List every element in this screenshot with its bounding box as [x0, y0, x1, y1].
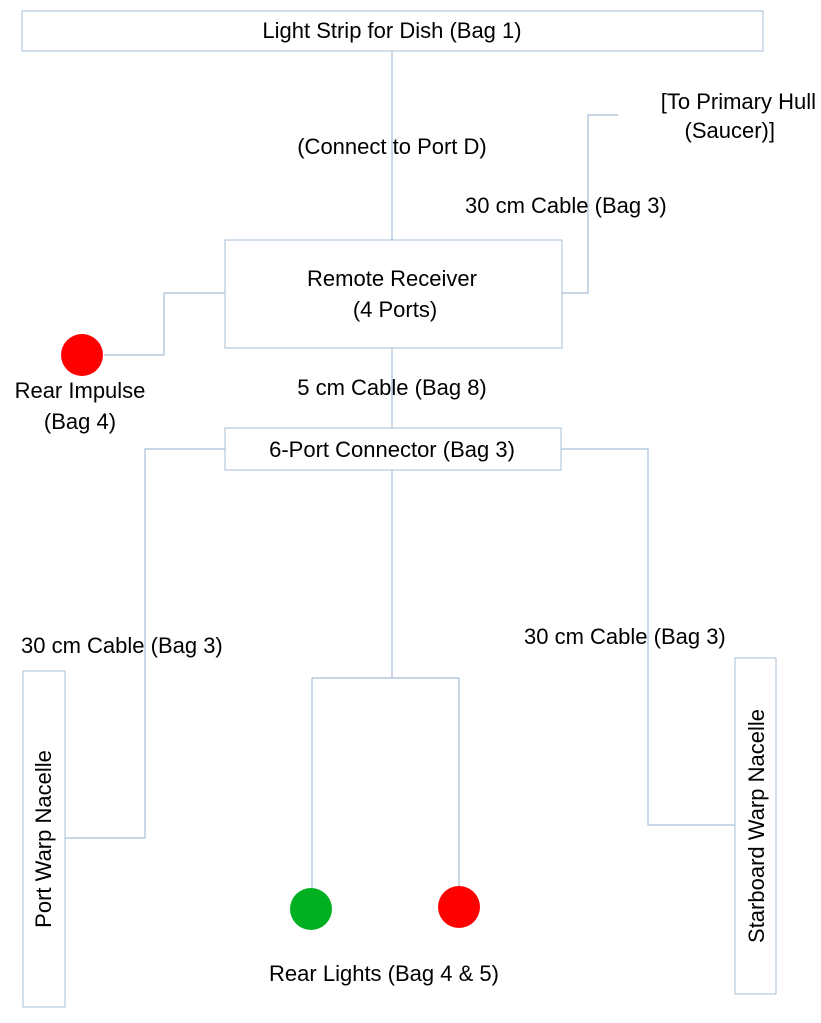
rear-light-red-led: [438, 886, 480, 928]
remote-receiver-ports-label: (4 Ports): [353, 297, 437, 322]
rear-impulse-label-line1: Rear Impulse: [15, 378, 146, 403]
six-port-connector-box: 6-Port Connector (Bag 3): [224, 427, 562, 471]
starboard-warp-nacelle-box: Starboard Warp Nacelle: [734, 657, 777, 995]
primary-hull-label-line2: (Saucer)]: [685, 118, 775, 143]
wire-receiver-to-rear-impulse: [104, 292, 225, 356]
starboard-warp-nacelle-label: Starboard Warp Nacelle: [744, 709, 769, 943]
cable-30cm-left-label: 30 cm Cable (Bag 3): [21, 633, 223, 658]
light-strip-label: Light Strip for Dish (Bag 1): [262, 18, 521, 43]
cable-30cm-right-label: 30 cm Cable (Bag 3): [524, 624, 726, 649]
light-strip-box: Light Strip for Dish (Bag 1): [21, 10, 764, 52]
wire-connector-to-rear-lights: [311, 470, 460, 888]
primary-hull-label-line1: [To Primary Hull: [661, 89, 816, 114]
rear-impulse-label-line2: (Bag 4): [44, 409, 116, 434]
port-warp-nacelle-box: Port Warp Nacelle: [22, 670, 66, 1008]
remote-receiver-label: Remote Receiver: [307, 266, 477, 291]
six-port-connector-label: 6-Port Connector (Bag 3): [269, 437, 515, 462]
wires: [65, 51, 735, 888]
wire-connector-to-starboard-nacelle: [561, 448, 735, 826]
cable-30cm-top-label: 30 cm Cable (Bag 3): [465, 193, 667, 218]
port-warp-nacelle-label: Port Warp Nacelle: [31, 750, 56, 928]
rear-lights-label: Rear Lights (Bag 4 & 5): [269, 961, 499, 986]
wire-connector-to-port-nacelle: [65, 448, 225, 839]
cable-5cm-label: 5 cm Cable (Bag 8): [297, 375, 487, 400]
wire-receiver-to-primary-hull: [562, 114, 618, 294]
connect-port-d-label: (Connect to Port D): [297, 134, 487, 159]
rear-light-green-led: [290, 888, 332, 930]
remote-receiver-box: Remote Receiver (4 Ports): [224, 239, 563, 349]
rear-impulse-led: [61, 334, 103, 376]
